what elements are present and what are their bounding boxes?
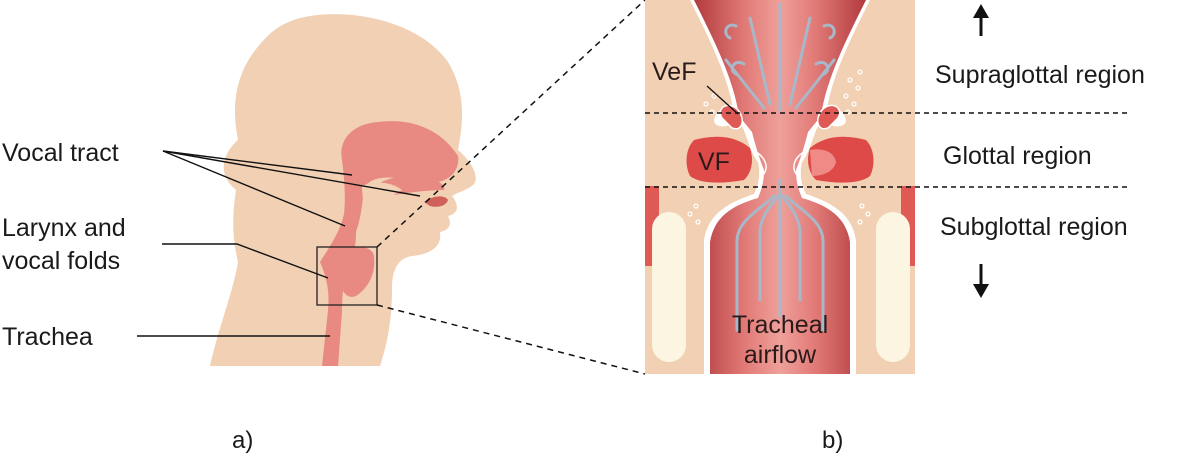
- vef-leader-line: [706, 85, 739, 115]
- label-airflow-line2: airflow: [744, 341, 817, 369]
- label-vf: VF: [698, 148, 730, 176]
- caption-a: a): [232, 427, 253, 454]
- caption-b: b): [822, 427, 843, 454]
- label-subglottal-region: Subglottal region: [940, 213, 1128, 241]
- cartilage-left: [652, 212, 686, 362]
- zoom-box: [316, 246, 378, 306]
- arrow-up-icon: [973, 4, 989, 36]
- label-vef: VeF: [652, 58, 696, 86]
- label-supraglottal-region: Supraglottal region: [935, 61, 1145, 89]
- vocal-fold-left: [686, 136, 752, 183]
- cartilage-right: [876, 212, 910, 362]
- zoom-dashed-lines: [376, 0, 646, 375]
- label-vocal-tract: Vocal tract: [2, 139, 119, 167]
- arrow-down-icon: [973, 264, 989, 298]
- head-silhouette: [210, 14, 476, 366]
- label-airflow-line1: Tracheal: [732, 311, 828, 339]
- panel-a-leader-lines: [137, 150, 421, 337]
- label-trachea: Trachea: [2, 323, 93, 351]
- label-glottal-region: Glottal region: [943, 142, 1092, 170]
- label-larynx-line2: vocal folds: [2, 247, 120, 275]
- label-larynx-line1: Larynx and: [2, 214, 126, 242]
- vocal-tract-shape: [320, 121, 459, 366]
